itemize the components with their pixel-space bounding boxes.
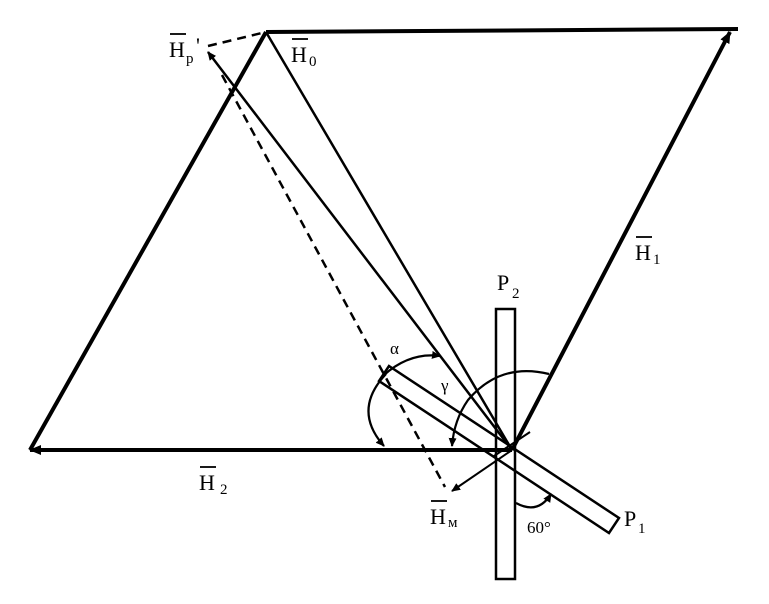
svg-text:1: 1 xyxy=(653,252,661,268)
svg-text:': ' xyxy=(196,33,200,58)
label-h1: H 1 xyxy=(635,236,661,268)
svg-text:p: p xyxy=(186,51,194,67)
arc-alpha xyxy=(383,350,441,376)
svg-text:H: H xyxy=(199,470,215,495)
vector-hm xyxy=(451,449,513,492)
arc-big-left xyxy=(367,373,387,447)
top-edge xyxy=(265,27,739,34)
plate-p1 xyxy=(377,364,621,535)
vector-h1 xyxy=(510,31,732,451)
vector-hp xyxy=(207,51,513,451)
svg-text:P: P xyxy=(497,270,509,295)
svg-text:H: H xyxy=(169,37,185,62)
svg-text:H: H xyxy=(430,504,446,529)
label-p2: P 2 xyxy=(497,270,520,302)
dashed-hp-hm xyxy=(220,74,447,488)
svg-text:H: H xyxy=(291,42,307,67)
svg-text:P: P xyxy=(624,506,636,531)
plate-p2 xyxy=(494,307,517,581)
svg-text:м: м xyxy=(448,515,458,531)
label-h0: H 0 xyxy=(291,38,317,70)
label-hm: H м xyxy=(430,500,458,531)
dashed-hp-h0 xyxy=(207,30,267,48)
label-h2: H 2 xyxy=(199,466,228,498)
arc-60 xyxy=(515,493,552,509)
arc-gamma xyxy=(448,370,550,447)
svg-text:2: 2 xyxy=(220,482,228,498)
center-tick xyxy=(493,431,531,457)
label-p1: P 1 xyxy=(624,506,646,537)
label-gamma: γ xyxy=(440,376,449,395)
svg-text:1: 1 xyxy=(638,521,646,537)
label-alpha: α xyxy=(390,339,399,358)
label-hp: H p ' xyxy=(169,33,200,67)
svg-text:0: 0 xyxy=(309,54,317,70)
svg-text:H: H xyxy=(635,240,651,265)
svg-text:2: 2 xyxy=(512,286,520,302)
left-edge xyxy=(28,31,268,451)
vector-h0 xyxy=(264,31,514,451)
label-60: 60° xyxy=(527,518,551,537)
